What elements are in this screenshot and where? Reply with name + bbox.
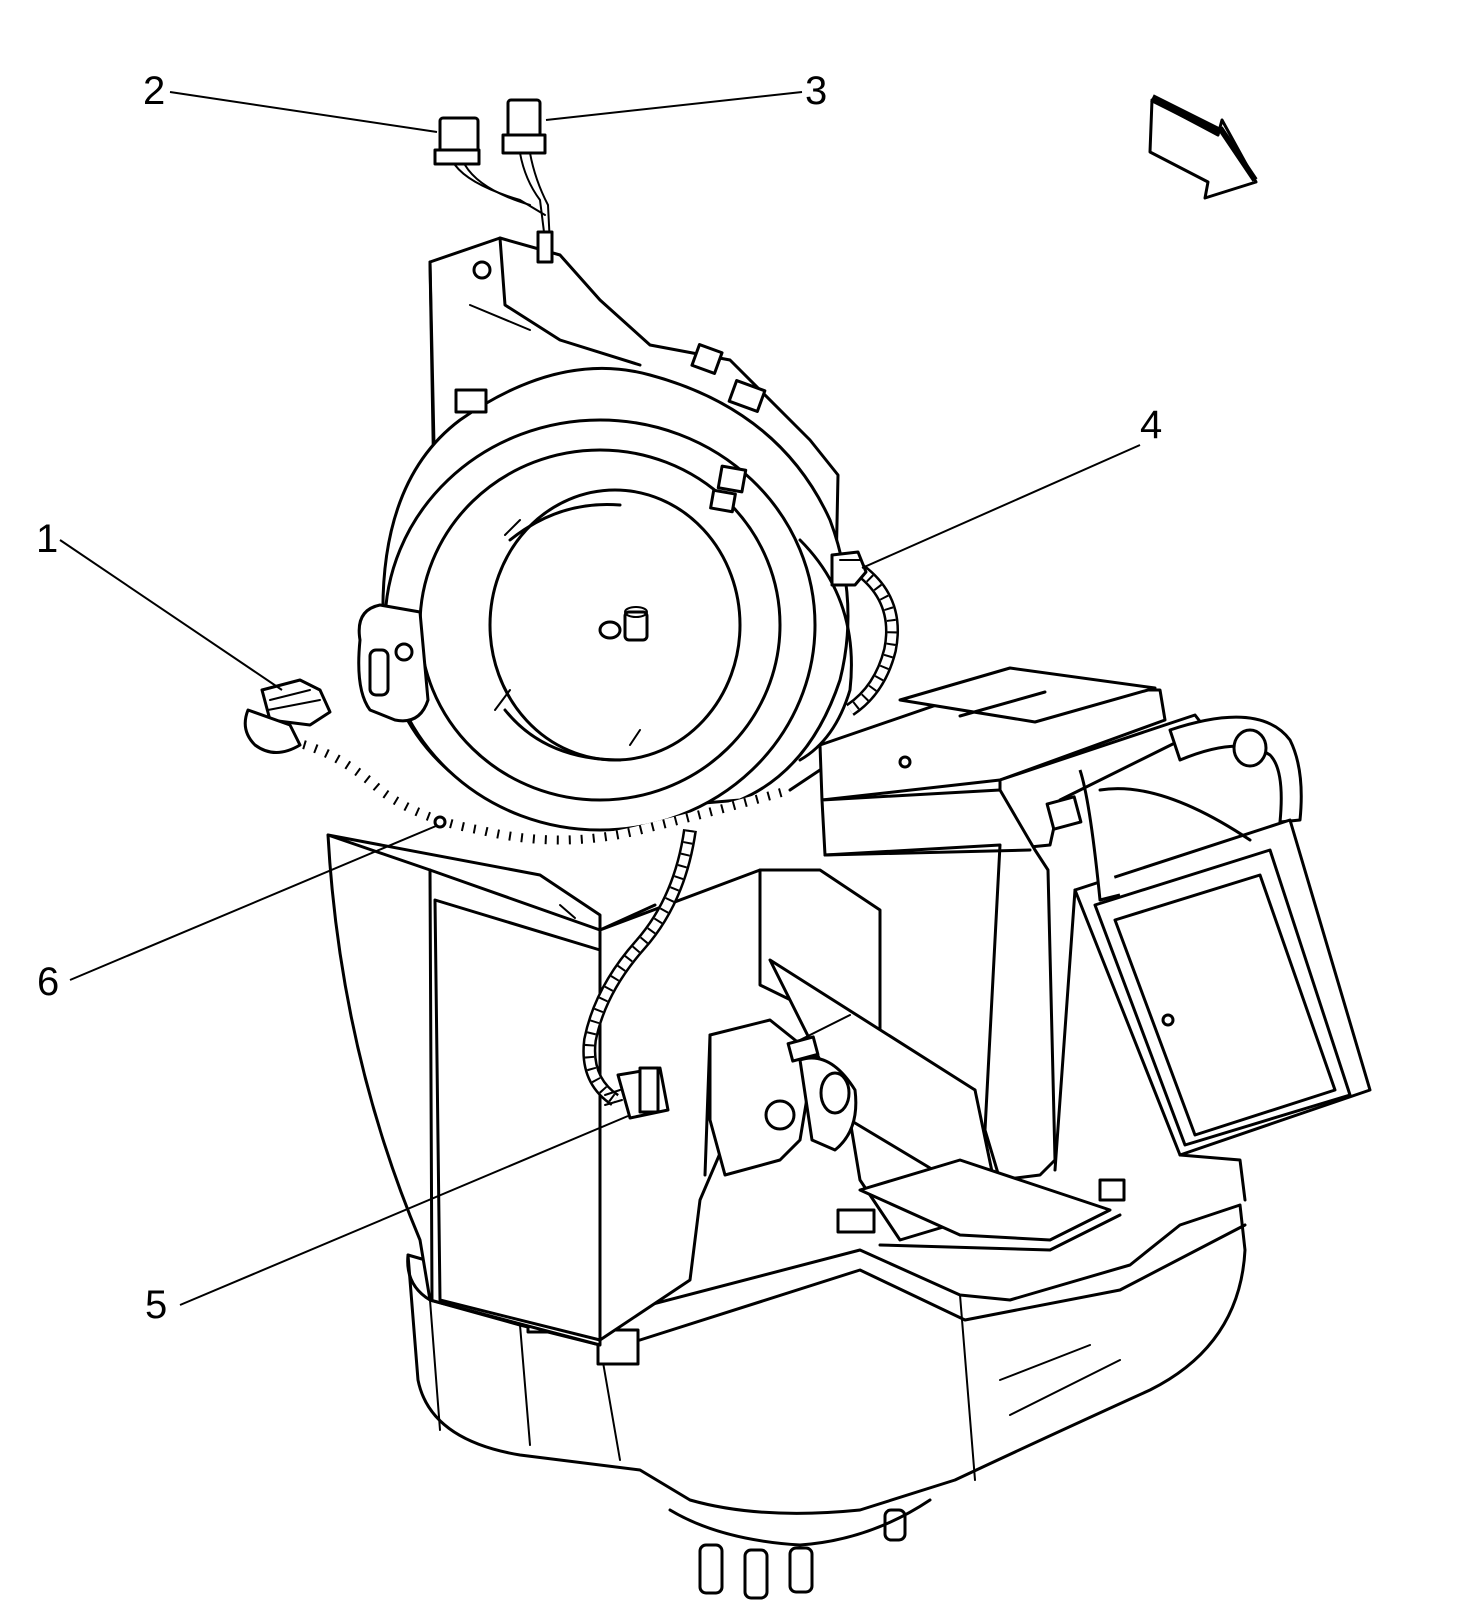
leader-3 — [545, 91, 803, 121]
connector-2 — [433, 116, 546, 216]
callout-5: 5 — [145, 1283, 167, 1327]
leader-1 — [59, 539, 283, 691]
leader-lines — [59, 91, 1141, 1306]
blower-resistor-socket — [357, 603, 430, 723]
callout-labels: 1 2 3 4 5 6 — [36, 69, 1162, 1327]
connector-5 — [604, 1066, 670, 1120]
connector-1 — [243, 678, 332, 754]
callout-1: 1 — [36, 517, 58, 561]
heater-core-section — [818, 666, 1372, 1252]
callout-2: 2 — [143, 69, 165, 113]
front-of-vehicle-arrow-icon — [1148, 94, 1258, 200]
drain-tubes — [668, 1498, 932, 1600]
leader-5 — [179, 1115, 629, 1306]
mode-door-actuator — [703, 1014, 858, 1177]
leader-2 — [169, 91, 438, 133]
blower-motor-housing — [357, 366, 853, 832]
connector-3 — [501, 98, 554, 264]
wiring-harness — [278, 564, 899, 1106]
leader-6 — [69, 825, 437, 981]
callout-6: 6 — [37, 960, 59, 1004]
leader-4 — [861, 444, 1141, 569]
callout-4: 4 — [1140, 403, 1162, 447]
blower-motor-shaft — [598, 606, 649, 642]
callout-3: 3 — [805, 69, 827, 113]
connector-4 — [830, 550, 868, 587]
